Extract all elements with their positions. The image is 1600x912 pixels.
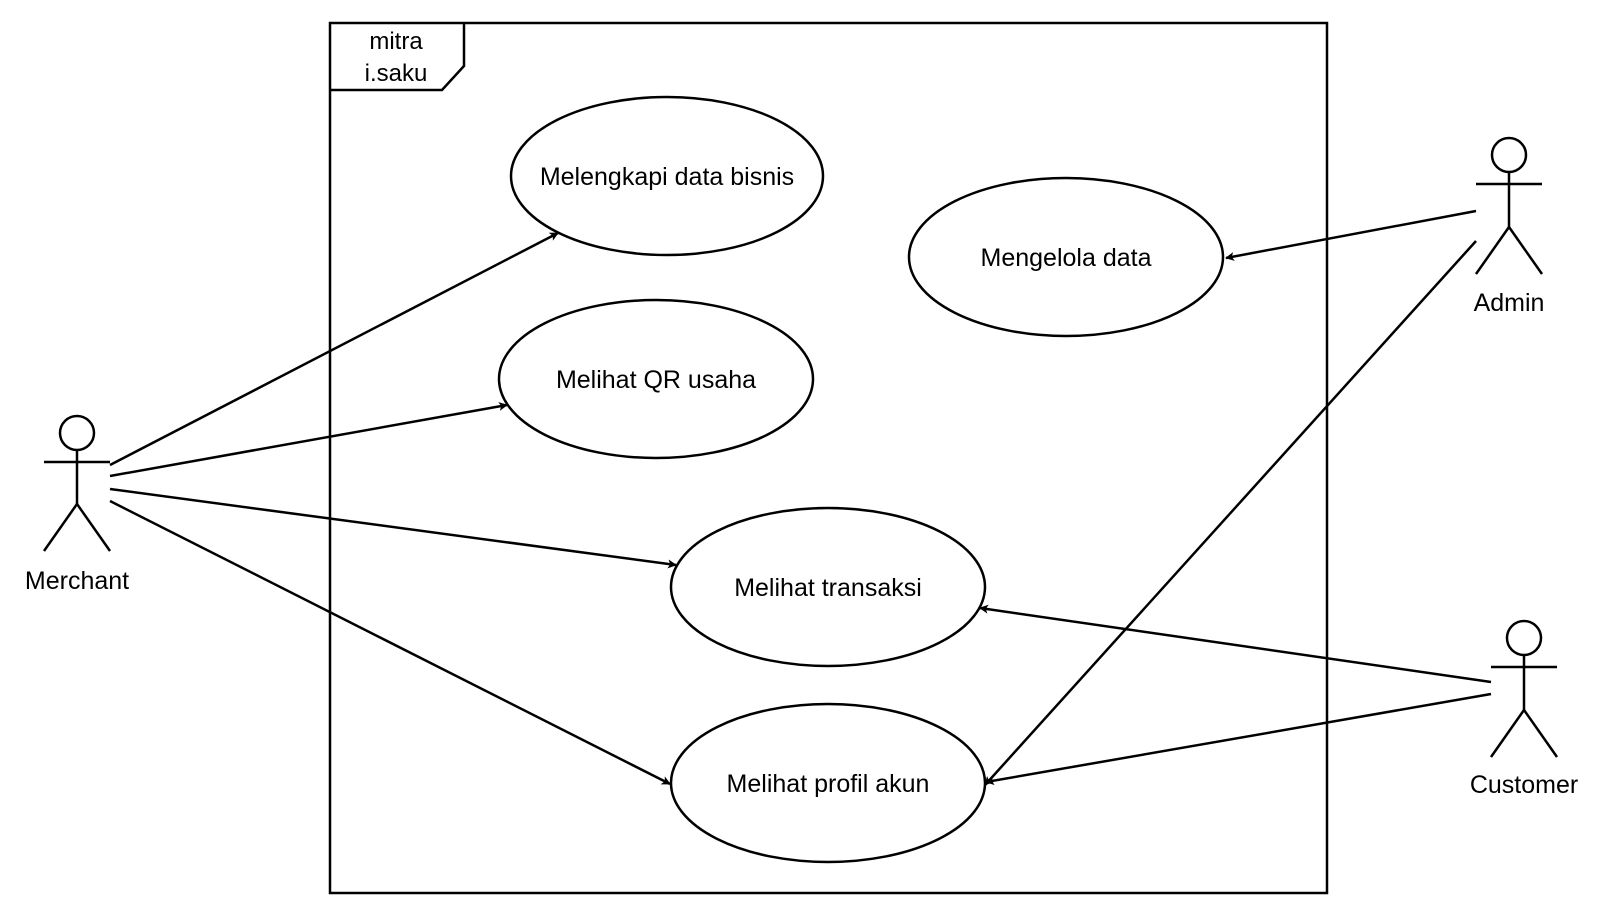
actor-merchant: Merchant [25,414,129,595]
use-case-label: Melihat transaksi [734,574,922,602]
actor-admin: Admin [1474,136,1545,317]
use-case-melihat-qr-usaha: Melihat QR usaha [497,298,815,460]
assoc-merchant-melihat-qr [109,401,508,478]
use-case-label: Melengkapi data bisnis [540,163,794,191]
associations [109,209,1492,786]
use-case-label: Mengelola data [981,244,1152,272]
assoc-merchant-melengkapi [109,231,559,467]
use-case-label: Melihat profil akun [727,770,930,798]
actor-label: Customer [1470,771,1578,799]
use-case-melengkapi-data-bisnis: Melengkapi data bisnis [509,95,825,257]
system-frame-tab [330,23,466,92]
actor-head [1490,136,1528,174]
actor-head [58,414,96,452]
use-case-melihat-profil-akun: Melihat profil akun [669,702,987,864]
actor-customer: Customer [1470,619,1578,799]
actor-label: Admin [1474,289,1545,317]
use-case-label: Melihat QR usaha [556,366,756,394]
assoc-admin-mengelola [1225,209,1477,261]
assoc-merchant-melihat-transaksi [109,487,677,569]
actor-head [1505,619,1543,657]
system-name-line2: i.saku [365,60,428,87]
actor-label: Merchant [25,567,129,595]
assoc-admin-melihat-profil [984,240,1477,786]
assoc-merchant-melihat-profil [109,499,671,786]
use-case-mengelola-data: Mengelola data [907,176,1225,338]
use-case-melihat-transaksi: Melihat transaksi [669,506,987,668]
assoc-customer-melihat-transaksi [979,604,1492,684]
system-name-line1: mitra [369,28,423,55]
assoc-customer-melihat-profil [985,692,1492,786]
